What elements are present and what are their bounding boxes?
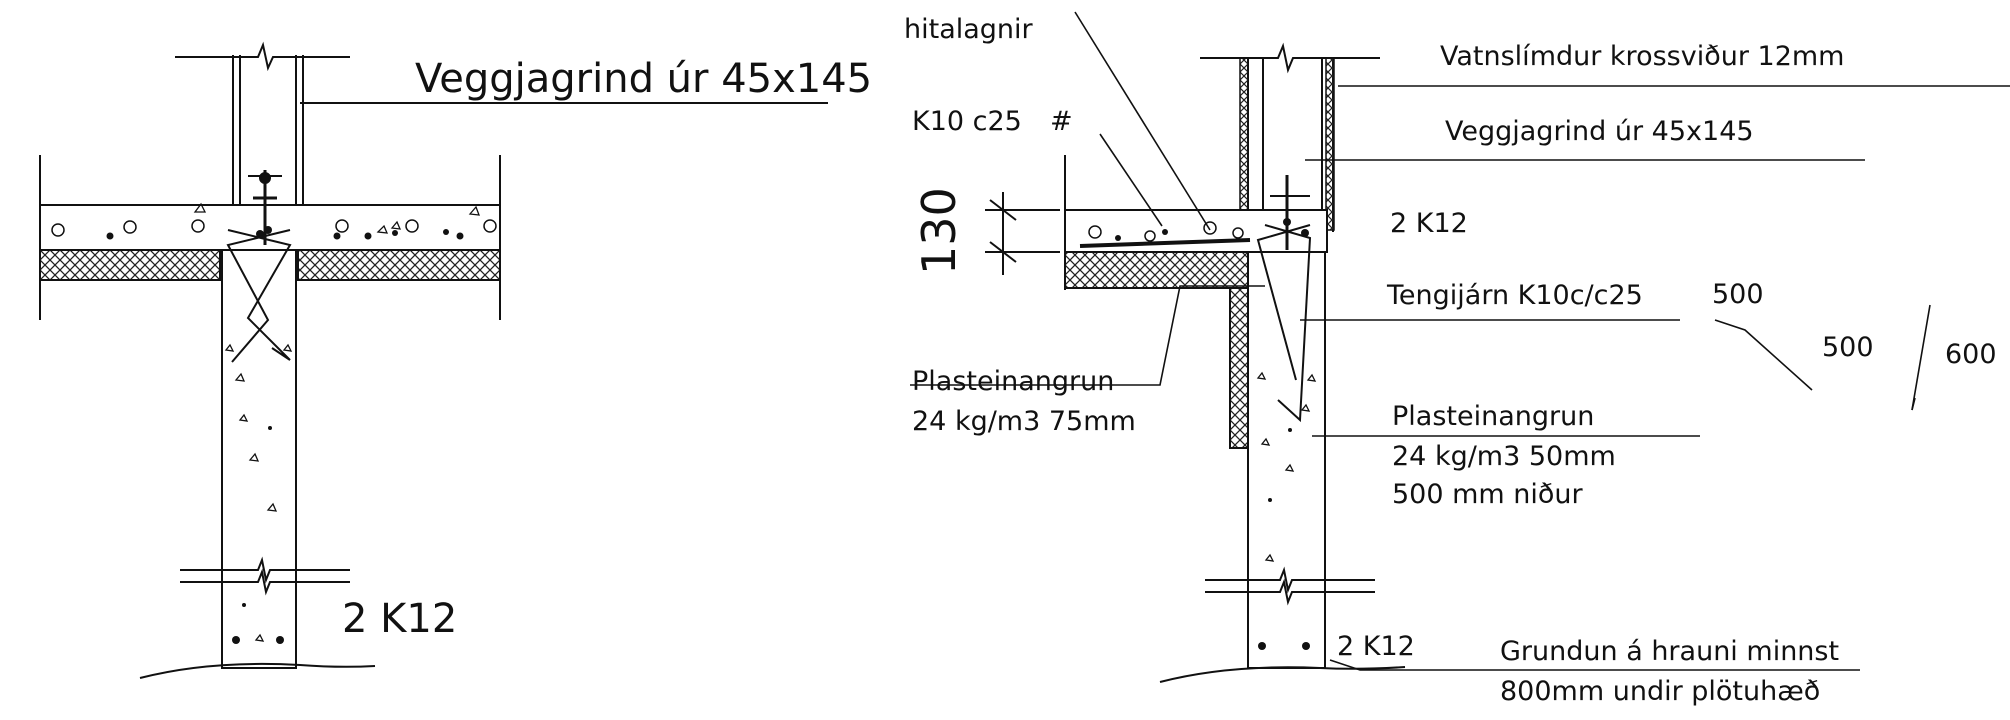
- tie-bar-label: Tengijárn K10c/c25: [1386, 280, 1643, 311]
- foundation-note-line2: 800mm undir plötuhæð: [1500, 676, 1820, 707]
- right-ground-line: [1159, 666, 1406, 683]
- right-wall-frame: [1200, 42, 1380, 232]
- right-insulation: [1064, 251, 1249, 449]
- right-foundation-wall: [1205, 251, 1375, 669]
- left-ground-line: [139, 662, 376, 679]
- insulation-slab-line2: 24 kg/m3 75mm: [912, 406, 1136, 437]
- left-wall-frame: [175, 41, 350, 205]
- plywood-label: Vatnslímdur krossviður 12mm: [1440, 41, 1844, 72]
- left-slab: [39, 202, 501, 251]
- right-wall-frame-label: Veggjagrind úr 45x145: [1445, 116, 1754, 147]
- left-insulation-right: [297, 249, 501, 281]
- foundation-note-line1: Grundun á hrauni minnst: [1500, 636, 1839, 667]
- insulation-wall-line3: 500 mm niður: [1392, 479, 1584, 510]
- bottom-rebar-label: 2 K12: [1337, 631, 1415, 662]
- insulation-slab-line1: Plasteinangrun: [912, 366, 1114, 397]
- tie-bar-dim-a: 500: [1712, 279, 1764, 310]
- right-plywood: [1325, 57, 1335, 231]
- right-detail: 130 hitalagnir K10 c25 # Vatnslímdur kro…: [904, 11, 2010, 707]
- left-foundation-wall: [180, 249, 350, 669]
- tie-bar-shape-sketch: [1714, 304, 1931, 411]
- left-detail: Veggjagrind úr 45x145 2 K12: [39, 41, 872, 679]
- slab-rebar-symbol: #: [1050, 106, 1073, 137]
- slab-rebar-label: K10 c25: [912, 106, 1022, 137]
- left-tie-bar: [226, 170, 292, 363]
- slab-thickness-value: 130: [912, 187, 966, 275]
- left-wall-frame-label: Veggjagrind úr 45x145: [415, 56, 872, 102]
- slab-thickness-dimension: 130: [912, 187, 1060, 275]
- right-leaders: [910, 11, 2010, 671]
- tie-bar-dim-c: 600: [1945, 339, 1997, 370]
- right-tie-bar: [1256, 175, 1312, 423]
- insulation-wall-line1: Plasteinangrun: [1392, 401, 1594, 432]
- top-rebar-label: 2 K12: [1390, 208, 1468, 239]
- heating-pipes-label: hitalagnir: [904, 14, 1034, 45]
- left-rebar-label: 2 K12: [342, 596, 457, 642]
- left-insulation-left: [39, 249, 221, 281]
- insulation-wall-line2: 24 kg/m3 50mm: [1392, 441, 1616, 472]
- tie-bar-dim-b: 500: [1822, 332, 1874, 363]
